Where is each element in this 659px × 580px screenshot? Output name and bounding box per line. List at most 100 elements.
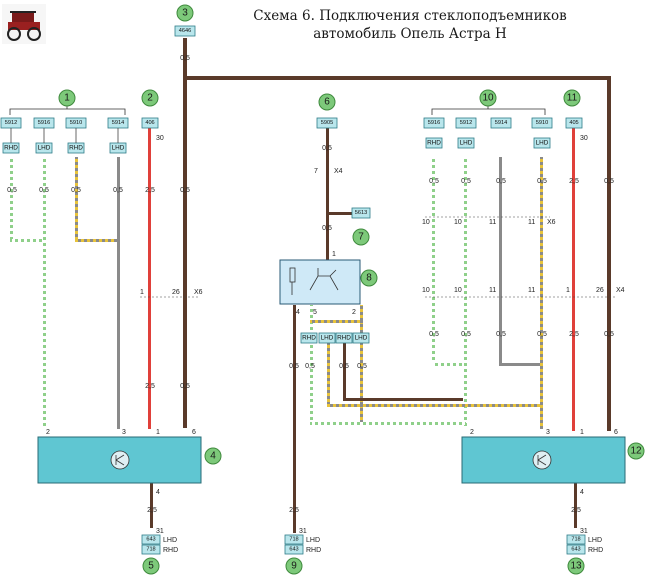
svg-text:LHD: LHD [321, 335, 334, 342]
svg-text:0,5: 0,5 [305, 363, 315, 370]
svg-text:11: 11 [528, 287, 535, 294]
svg-text:718: 718 [146, 547, 155, 553]
svg-text:5912: 5912 [460, 120, 472, 126]
wire-size-labels: 0,5 0,5 0,5 0,5 0,5 2,5 0,5 2,5 0,5 0,5 … [7, 55, 614, 514]
svg-text:26: 26 [172, 289, 180, 296]
svg-text:5613: 5613 [355, 210, 367, 216]
svg-text:1: 1 [580, 429, 584, 436]
svg-text:1: 1 [566, 287, 570, 294]
svg-text:1: 1 [332, 251, 336, 258]
svg-text:0,5: 0,5 [496, 178, 506, 185]
svg-text:X6: X6 [547, 219, 556, 226]
svg-text:RHD: RHD [302, 335, 316, 342]
svg-text:3: 3 [122, 429, 126, 436]
right-connector-5912: 5912 LHD [455, 117, 477, 149]
svg-text:1: 1 [140, 289, 144, 296]
svg-text:5910: 5910 [536, 120, 548, 126]
svg-text:0,5: 0,5 [180, 55, 190, 62]
svg-text:10: 10 [454, 219, 462, 226]
svg-text:10: 10 [454, 287, 462, 294]
svg-text:3: 3 [182, 8, 188, 19]
right-connector-5914: 5914 [490, 117, 512, 129]
left-connector-5910: 5910 RHD [65, 117, 87, 154]
motor-unit-left [37, 436, 202, 484]
svg-text:643: 643 [146, 537, 155, 543]
svg-text:X4: X4 [334, 168, 343, 175]
svg-text:11: 11 [489, 219, 496, 226]
callout-9: 9 [285, 557, 303, 575]
svg-text:RHD: RHD [4, 145, 18, 152]
svg-text:9: 9 [291, 561, 297, 572]
connector-5613: 5613 [351, 207, 371, 219]
wire-brown-bus [183, 38, 611, 431]
window-switch [279, 259, 361, 305]
svg-text:LHD: LHD [38, 145, 51, 152]
left-connector-5912: 5912 RHD [0, 117, 22, 154]
svg-text:643: 643 [571, 547, 580, 553]
diagram-title-line2: автомобиль Опель Астра H [313, 26, 507, 42]
svg-text:RHD: RHD [427, 140, 441, 147]
svg-text:0,5: 0,5 [339, 363, 349, 370]
svg-text:2: 2 [470, 429, 474, 436]
svg-text:2,5: 2,5 [147, 507, 157, 514]
right-wires [432, 128, 575, 431]
svg-text:LHD: LHD [306, 537, 320, 544]
callout-1: 1 [58, 89, 76, 107]
center-wires [293, 128, 540, 533]
connector-5905: 5905 [316, 117, 338, 129]
svg-text:0,5: 0,5 [322, 225, 332, 232]
left-connector-5914: 5914 LHD [107, 117, 129, 154]
svg-text:1: 1 [64, 93, 70, 104]
left-group-bracket [9, 108, 126, 115]
svg-text:2,5: 2,5 [569, 178, 579, 185]
connector-405: 405 [565, 117, 583, 129]
svg-text:2,5: 2,5 [145, 187, 155, 194]
svg-text:405: 405 [569, 120, 578, 126]
left-connector-5916: 5916 LHD [33, 117, 55, 154]
callout-10: 10 [479, 89, 497, 107]
svg-text:2: 2 [46, 429, 50, 436]
svg-text:RHD: RHD [69, 145, 83, 152]
svg-text:718: 718 [289, 537, 298, 543]
callout-7: 7 [352, 228, 370, 246]
svg-text:0,5: 0,5 [322, 145, 332, 152]
svg-text:2,5: 2,5 [289, 507, 299, 514]
ground-13: 718 643 LHD RHD [566, 534, 603, 555]
svg-text:0,5: 0,5 [357, 363, 367, 370]
svg-text:2,5: 2,5 [145, 383, 155, 390]
svg-text:10: 10 [422, 287, 430, 294]
svg-text:0,5: 0,5 [461, 331, 471, 338]
svg-text:12: 12 [630, 446, 642, 457]
svg-text:1: 1 [156, 429, 160, 436]
right-connector-5910: 5910 LHD [531, 117, 553, 149]
svg-text:11: 11 [528, 219, 535, 226]
svg-text:4: 4 [210, 451, 216, 462]
callout-2: 2 [141, 89, 159, 107]
svg-text:0,5: 0,5 [180, 383, 190, 390]
svg-text:4: 4 [296, 309, 300, 316]
svg-text:LHD: LHD [355, 335, 368, 342]
connector-406: 406 [141, 117, 159, 129]
svg-text:0,5: 0,5 [496, 331, 506, 338]
svg-text:406: 406 [145, 120, 154, 126]
svg-text:LHD: LHD [536, 140, 549, 147]
svg-text:5914: 5914 [495, 120, 507, 126]
ground-9: 718 643 LHD RHD [284, 534, 321, 555]
svg-text:X6: X6 [194, 289, 203, 296]
svg-text:643: 643 [289, 547, 298, 553]
svg-text:2: 2 [147, 93, 153, 104]
svg-text:5910: 5910 [70, 120, 82, 126]
svg-text:X4: X4 [616, 287, 625, 294]
svg-text:RHD: RHD [337, 335, 351, 342]
svg-text:0,5: 0,5 [461, 178, 471, 185]
svg-text:30: 30 [580, 135, 588, 142]
svg-text:13: 13 [570, 561, 582, 572]
svg-text:0,5: 0,5 [604, 178, 614, 185]
svg-text:LHD: LHD [588, 537, 602, 544]
svg-text:5912: 5912 [5, 120, 17, 126]
svg-text:0,5: 0,5 [71, 187, 81, 194]
svg-text:4: 4 [580, 489, 584, 496]
left-wires [10, 128, 151, 429]
svg-text:11: 11 [567, 93, 578, 104]
